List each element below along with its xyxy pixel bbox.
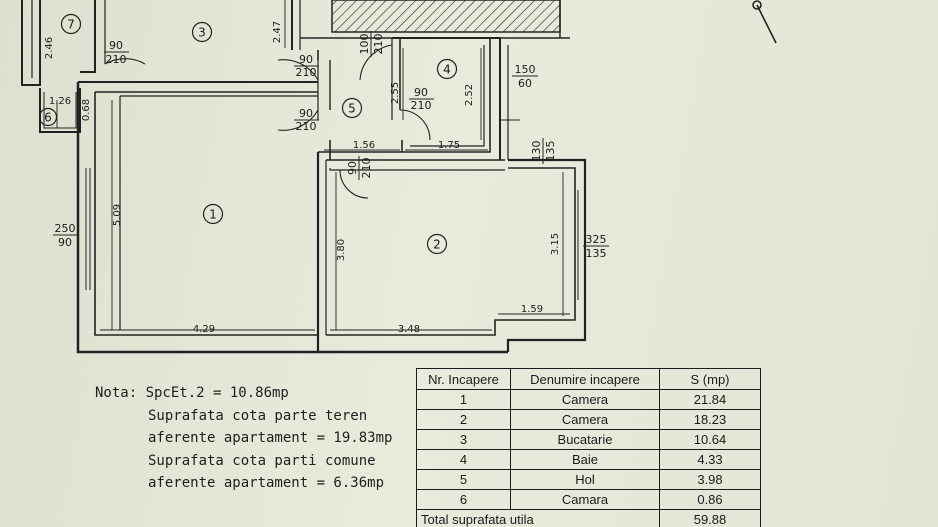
notes-block: Nota: SpcEt.2 = 10.86mp Suprafata cota p… [95, 382, 392, 495]
total-value: 59.88 [659, 509, 761, 527]
table-row: 3 Bucatarie 10.64 [416, 429, 761, 450]
room-7-label: 7 [67, 18, 75, 32]
door-c-bottom: 210 [296, 120, 317, 133]
dim-1-59: 1.59 [521, 304, 543, 315]
dimension-lines [56, 0, 570, 331]
door-labels: 90 210 90 210 90 210 90 210 90 210 100 2… [104, 31, 434, 180]
room-4-label: 4 [443, 63, 451, 77]
door-b-top: 90 [299, 53, 313, 66]
dim-2-47: 2.47 [272, 21, 283, 43]
door-e-bottom: 210 [360, 158, 373, 179]
dim-1-75: 1.75 [438, 140, 460, 151]
window-top-top: 150 [515, 63, 536, 76]
cell-area: 18.23 [659, 409, 761, 430]
dim-2-55: 2.55 [390, 82, 401, 104]
dim-0-68: 0.68 [81, 99, 92, 121]
door-b-bottom: 210 [296, 66, 317, 79]
cell-area: 0.86 [659, 489, 761, 510]
table-header-row: Nr. Incapere Denumire incapere S (mp) [416, 368, 761, 390]
dim-3-48: 3.48 [398, 324, 420, 335]
table-total-row: Total suprafata utila 59.88 [416, 509, 761, 527]
table-row: 4 Baie 4.33 [416, 449, 761, 470]
cell-room-name: Bucatarie [510, 429, 660, 450]
table-row: 1 Camera 21.84 [416, 389, 761, 410]
header-area: S (mp) [659, 368, 761, 390]
door-d-bottom: 210 [411, 99, 432, 112]
dim-3-80: 3.80 [336, 239, 347, 261]
door-a-bottom: 210 [106, 53, 127, 66]
cell-room-number: 1 [416, 389, 511, 410]
table-row: 6 Camara 0.86 [416, 489, 761, 510]
cell-area: 3.98 [659, 469, 761, 490]
dim-3-15: 3.15 [550, 233, 561, 255]
stair-hatch [331, 0, 561, 33]
room-labels: 1 2 3 4 5 6 7 [38, 13, 458, 255]
door-a-top: 90 [109, 39, 123, 52]
table-row: 2 Camera 18.23 [416, 409, 761, 430]
cell-room-number: 5 [416, 469, 511, 490]
dimension-labels: 2.46 2.47 1.26 0.68 5.09 4.29 3.80 3.48 … [44, 21, 561, 335]
note-line-2: Suprafata cota parte teren [148, 407, 368, 424]
window-left-bottom: 90 [58, 236, 72, 249]
cell-room-number: 4 [416, 449, 511, 470]
cell-room-name: Camara [510, 489, 660, 510]
cell-room-name: Camera [510, 389, 660, 410]
room-area-table: Nr. Incapere Denumire incapere S (mp) 1 … [416, 368, 761, 527]
note-line-4: Suprafata cota parti comune [148, 452, 376, 469]
door-f-bottom: 210 [372, 34, 385, 55]
cell-room-name: Camera [510, 409, 660, 430]
walls [21, 0, 587, 354]
cell-area: 21.84 [659, 389, 761, 410]
door-f-top: 100 [358, 34, 371, 55]
window-top-bottom: 60 [518, 77, 532, 90]
dim-2-46: 2.46 [44, 37, 55, 59]
door-c-top: 90 [299, 107, 313, 120]
cell-area: 10.64 [659, 429, 761, 450]
cell-area: 4.33 [659, 449, 761, 470]
window-labels: 250 90 150 60 130 135 325 135 [53, 63, 609, 260]
note-line-3: aferente apartament = 19.83mp [148, 430, 393, 446]
note-line-1: Nota: SpcEt.2 = 10.86mp [95, 385, 289, 401]
window-left-top: 250 [55, 222, 76, 235]
room-5-label: 5 [348, 102, 356, 116]
dim-1-26: 1.26 [49, 96, 71, 107]
room-3-label: 3 [198, 26, 206, 40]
dim-4-29: 4.29 [193, 324, 215, 335]
door-e-top: 90 [346, 161, 359, 175]
table-row: 5 Hol 3.98 [416, 469, 761, 490]
north-compass [752, 0, 777, 44]
room-1-label: 1 [209, 208, 217, 222]
cell-room-number: 2 [416, 409, 511, 430]
cell-room-number: 3 [416, 429, 511, 450]
window-mid-top: 130 [530, 141, 543, 162]
header-room-number: Nr. Incapere [416, 368, 511, 390]
cell-room-name: Baie [510, 449, 660, 470]
door-d-top: 90 [414, 86, 428, 99]
window-right-top: 325 [586, 233, 607, 246]
room-2-label: 2 [433, 238, 441, 252]
room-6-label: 6 [44, 111, 52, 125]
cell-room-name: Hol [510, 469, 660, 490]
window-mid-bottom: 135 [544, 141, 557, 162]
header-room-name: Denumire incapere [510, 368, 660, 390]
dim-2-52: 2.52 [464, 84, 475, 106]
note-line-5: aferente apartament = 6.36mp [148, 475, 385, 491]
window-right-bottom: 135 [586, 247, 607, 260]
cell-room-number: 6 [416, 489, 511, 510]
dim-5-09: 5.09 [112, 204, 123, 226]
door-swings [104, 44, 431, 199]
dim-1-56: 1.56 [353, 140, 375, 151]
total-label: Total suprafata utila [416, 509, 660, 527]
